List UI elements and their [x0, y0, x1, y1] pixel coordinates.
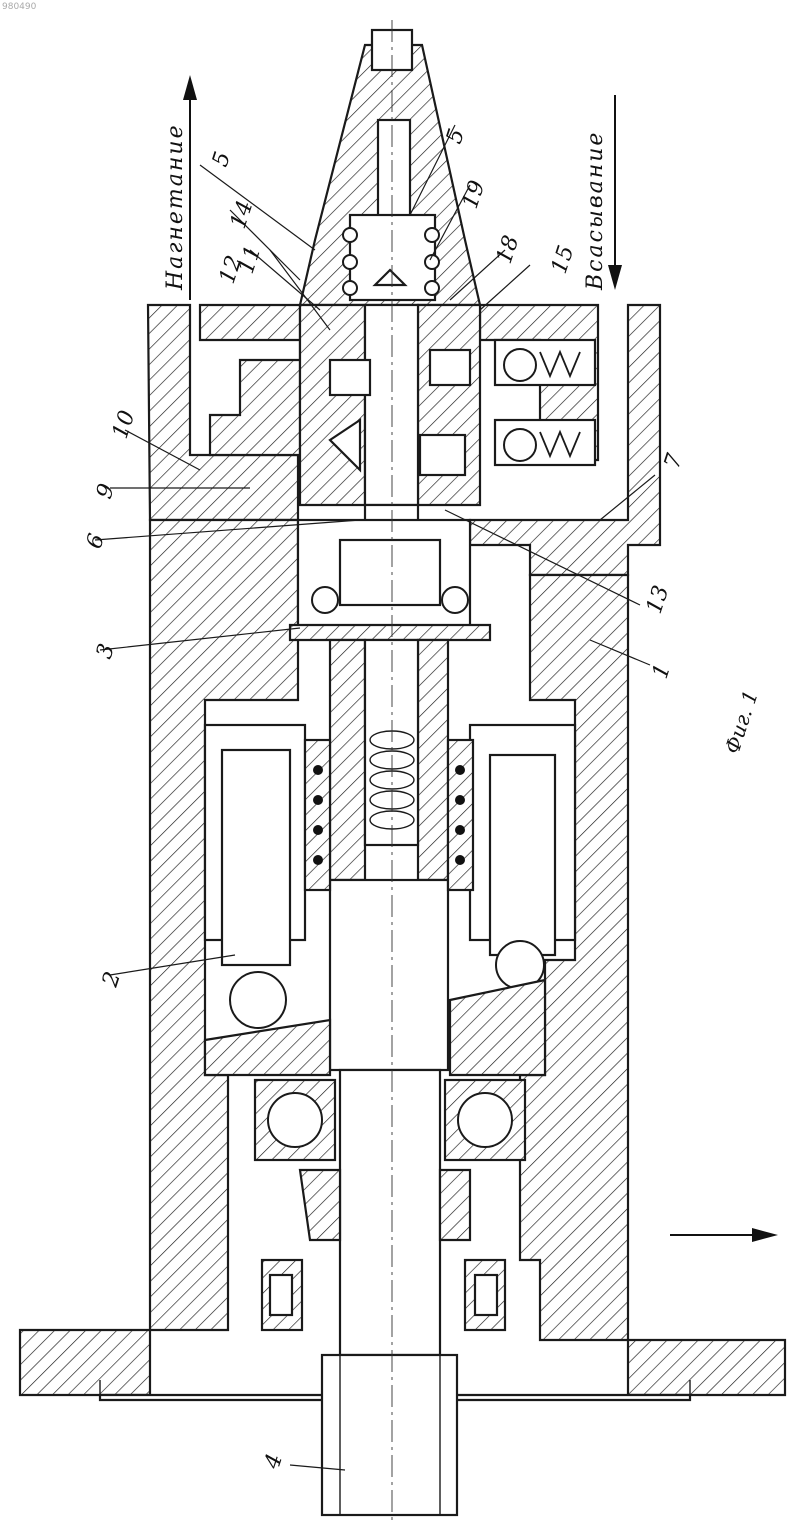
nozzle-cone [300, 30, 480, 305]
plunger-sleeve [300, 305, 480, 505]
label-part-7: 5 [208, 149, 236, 170]
label-part-15: 14 [226, 197, 258, 231]
label-part-16: 15 [547, 242, 579, 276]
label-part-2: 2 [98, 969, 126, 991]
label-part-11: 10 [108, 407, 140, 441]
figure-label: Фиг. 1 [720, 687, 763, 756]
label-part-4: 4 [260, 1451, 288, 1473]
label-part-9: 7 [660, 451, 688, 472]
corner-code: 980490 [2, 2, 37, 12]
label-part-10: 9 [92, 481, 120, 502]
label-part-19: 19 [458, 177, 490, 211]
label-part-14: 13 [642, 582, 674, 616]
discharge-label: Нагнетание [163, 123, 188, 291]
suction-label: Всасывание [583, 131, 608, 291]
outlet-arrow [670, 1228, 778, 1242]
label-part-18: 18 [492, 232, 524, 266]
label-part-6: 6 [82, 531, 110, 552]
suction-arrow [608, 95, 622, 290]
label-part-3: 3 [92, 641, 120, 662]
label-part-1: 1 [648, 661, 676, 682]
